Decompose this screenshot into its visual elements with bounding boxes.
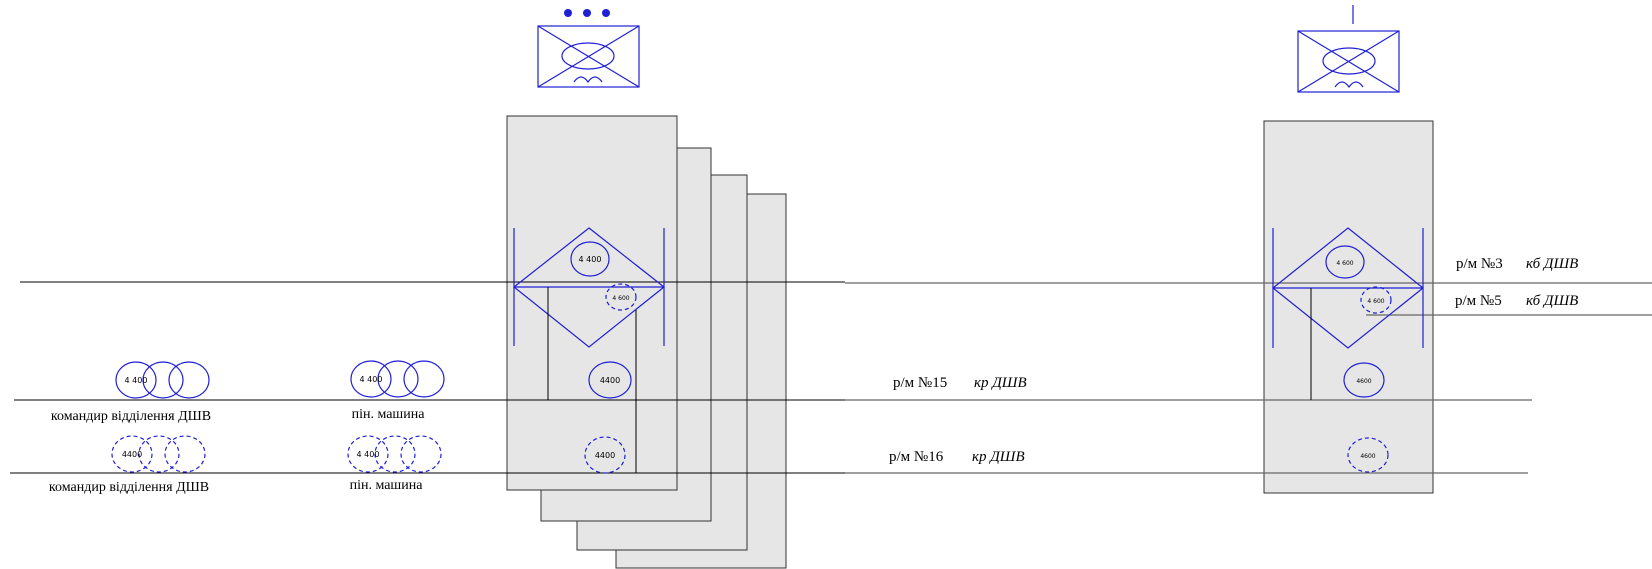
right-diamond	[1272, 227, 1424, 349]
left-top-code: 4 400	[579, 255, 602, 264]
right-inner-code: 4 600	[1367, 298, 1384, 305]
left-station-symbols: 4 400 4 600 4400 4400	[513, 227, 665, 474]
radio-r5-unit: кб ДШВ	[1526, 293, 1578, 309]
left-diamond	[513, 227, 665, 348]
antenna-icon	[1297, 5, 1400, 93]
left-radio-box	[537, 25, 640, 88]
group-row2-left: 4400	[111, 435, 206, 473]
group-row1-mid: 4 400	[350, 360, 445, 398]
group-row2-mid: 4 400	[347, 435, 442, 473]
radio-r15-unit: кр ДШВ	[974, 375, 1027, 391]
connection-lines	[10, 281, 1652, 474]
dot-icon-3	[602, 9, 610, 17]
right-row1-station	[1343, 362, 1385, 398]
right-card	[1263, 120, 1434, 494]
caption-row1-left: командир відділення ДШВ	[51, 409, 211, 424]
dot-icon-2	[583, 9, 591, 17]
left-row2-code: 4400	[595, 451, 615, 460]
group-row2-left-code: 4400	[122, 450, 142, 459]
caption-row2-mid: пін. машина	[350, 478, 424, 493]
left-station-stack	[506, 115, 787, 569]
left-inner-code: 4 600	[612, 295, 629, 302]
left-row1-code: 4400	[600, 376, 620, 385]
right-row1-code: 4600	[1356, 378, 1371, 385]
radio-r3-label: р/м №3	[1456, 256, 1503, 272]
radio-r15-label: р/м №15	[893, 375, 947, 391]
radio-r16-label: р/м №16	[889, 449, 944, 465]
right-station-symbols: 4 600 4 600 4600 4600	[1272, 227, 1424, 473]
caption-row1-mid: пін. машина	[352, 407, 426, 422]
caption-row2-left: командир відділення ДШВ	[49, 480, 209, 495]
right-row2-code: 4600	[1360, 453, 1375, 460]
radio-r3-unit: кб ДШВ	[1526, 256, 1578, 272]
radio-station-icon	[537, 9, 640, 88]
right-top-station-circle	[1325, 245, 1365, 279]
radio-r16-unit: кр ДШВ	[972, 449, 1025, 465]
group-row2-mid-code: 4 400	[357, 450, 380, 459]
radio-r5-label: р/м №5	[1455, 293, 1502, 309]
group-row1-left: 4 400	[115, 361, 210, 399]
right-radio-box	[1297, 30, 1400, 93]
left-inner-station-circle	[605, 283, 637, 311]
left-card-1	[506, 115, 678, 491]
right-row2-station	[1347, 437, 1389, 473]
left-top-station-circle	[570, 241, 610, 277]
group-row1-mid-code: 4 400	[360, 375, 383, 384]
right-inner-station-circle	[1360, 286, 1392, 314]
right-top-code: 4 600	[1336, 260, 1353, 267]
left-row1-station	[588, 361, 632, 399]
dot-icon-1	[564, 9, 572, 17]
group-row1-left-code: 4 400	[125, 376, 148, 385]
left-row2-station	[584, 436, 626, 474]
